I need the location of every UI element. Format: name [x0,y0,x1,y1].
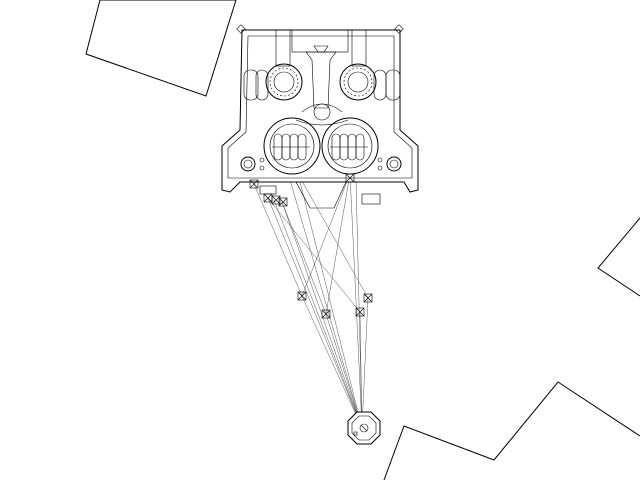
laser-rays [253,173,369,429]
cross-node-icon[interactable] [355,307,365,317]
terrain-polygon-top [85,0,237,97]
turret-icon [321,117,379,175]
cross-node-icon[interactable] [278,197,288,207]
octagon-emitter-icon[interactable] [347,411,381,445]
cross-node-icon[interactable] [345,173,355,183]
rotor-icon [339,63,377,101]
cross-node-icon[interactable] [321,309,331,319]
rotor-icon [265,63,303,101]
cross-node-icon[interactable] [271,195,281,205]
terrain-polygon-bottom [383,381,640,480]
fortress-structure [221,24,419,209]
cross-node-group [249,173,373,319]
fortress-hull [221,29,419,193]
cross-node-icon[interactable] [297,291,307,301]
cross-node-icon[interactable] [249,179,259,189]
cross-node-icon[interactable] [363,293,373,303]
terrain-polygon-right [597,217,640,297]
cross-node-icon[interactable] [263,193,273,203]
turret-icon [263,117,321,175]
